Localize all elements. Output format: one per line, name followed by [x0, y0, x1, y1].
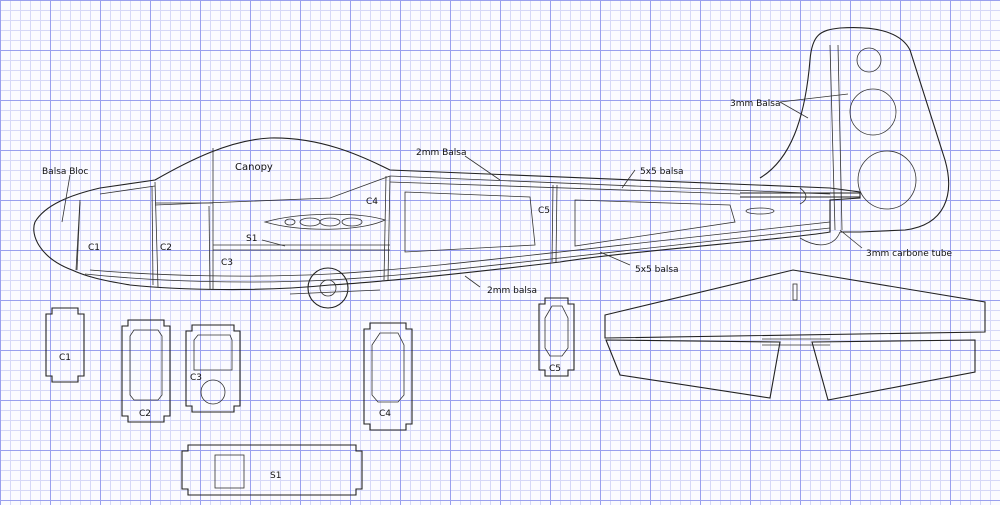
fuselage-side-view [33, 137, 861, 309]
tail-slot [745, 207, 775, 215]
part-s1-outline [181, 444, 363, 496]
label-c5: C5 [538, 206, 550, 216]
elevator-left [605, 339, 781, 399]
part-c2-cutout [129, 329, 163, 401]
canopy-line [154, 148, 391, 290]
landing-wheel [307, 267, 349, 309]
label-canopy: Canopy [235, 162, 273, 173]
leader-2mm-bottom [464, 275, 481, 288]
part-c1: C1 [45, 307, 85, 383]
part-c4-cutout [371, 332, 405, 403]
leader-5x5-top [621, 169, 636, 189]
leader-lines [61, 93, 863, 288]
label-c1: C1 [88, 243, 100, 253]
stabilizer-slot [792, 283, 798, 301]
fin-hole-large [857, 150, 917, 210]
former-c5-line [551, 184, 554, 263]
lower-longeron [84, 227, 831, 283]
label-c3: C3 [221, 258, 233, 268]
part-c3-cutout [193, 334, 233, 371]
part-c5: C5 [538, 297, 575, 377]
part-c1-label: C1 [59, 353, 71, 363]
label-3mm-balsa: 3mm Balsa [730, 99, 781, 109]
former-c3-line [208, 205, 211, 290]
tail-skid [799, 231, 841, 246]
label-c2: C2 [160, 243, 172, 253]
label-c4: C4 [366, 197, 378, 207]
fuselage-window-rear [574, 199, 736, 247]
part-s1: S1 [181, 444, 363, 496]
wing-hole-2 [319, 217, 341, 227]
label-2mm-balsa-top: 2mm Balsa [416, 148, 467, 158]
part-c4-outline [363, 322, 413, 431]
part-c2-outline [121, 319, 171, 423]
vertical-tail [740, 27, 950, 233]
stabilizer-fixed-part [604, 269, 986, 339]
wing-saddle [263, 213, 387, 230]
tail-fin-hinge [799, 187, 807, 205]
wing-hole-1 [299, 217, 321, 227]
fuselage-window-front [404, 191, 536, 253]
part-c4-label: C4 [379, 409, 391, 419]
fin-hole-medium [849, 88, 897, 136]
part-c2-label: C2 [139, 409, 151, 419]
nose-block [75, 181, 159, 288]
part-c5-cutout [544, 305, 569, 357]
part-c3: C3 [185, 324, 241, 413]
part-c3-label: C3 [190, 373, 202, 383]
wing-hole-3 [341, 217, 363, 227]
part-c4: C4 [363, 322, 413, 431]
leader-balsa-bloc [61, 174, 71, 223]
lower-longeron-2 [89, 221, 831, 277]
elevator-right [811, 339, 976, 401]
fin-hole-small [856, 47, 882, 73]
leader-carbone [839, 229, 863, 249]
former-c4-line-b [387, 175, 391, 281]
fin-outline [759, 27, 950, 233]
part-s1-label: S1 [270, 471, 281, 481]
part-c3-outline [185, 324, 241, 413]
fuselage-outline [33, 137, 861, 291]
wheel-hub [319, 279, 337, 297]
label-carbone-tube: 3mm carbone tube [866, 249, 953, 259]
former-c4-line [383, 175, 387, 281]
upper-longeron [99, 175, 831, 195]
leader-3mm-balsa [779, 93, 849, 103]
wing-hole-4 [284, 218, 296, 226]
label-s1: S1 [246, 234, 257, 244]
part-c1-outline [45, 307, 85, 383]
leader-5x5-bottom [599, 251, 631, 266]
former-c5-line-b [555, 184, 558, 263]
part-c2: C2 [121, 319, 171, 423]
leader-2mm-top [464, 155, 501, 181]
label-5x5-balsa-top: 5x5 balsa [640, 167, 684, 177]
horizontal-stabilizer [604, 269, 986, 401]
part-c3-hole [200, 379, 226, 405]
leader-3mm-balsa-b [779, 101, 809, 119]
part-c5-label: C5 [549, 364, 561, 374]
canopy-frame [155, 202, 390, 251]
leader-s1 [261, 239, 286, 247]
skid [289, 289, 381, 295]
fin-spar [829, 44, 843, 231]
former-c1-line [76, 201, 81, 271]
part-c5-outline [538, 297, 575, 377]
upper-longeron-2 [389, 181, 741, 195]
label-balsa-bloc: Balsa Bloc [42, 167, 88, 177]
label-5x5-balsa-bottom: 5x5 balsa [635, 265, 679, 275]
former-c2-line [151, 185, 154, 286]
label-2mm-balsa-bottom: 2mm balsa [487, 286, 537, 296]
part-s1-cutout [214, 454, 245, 489]
